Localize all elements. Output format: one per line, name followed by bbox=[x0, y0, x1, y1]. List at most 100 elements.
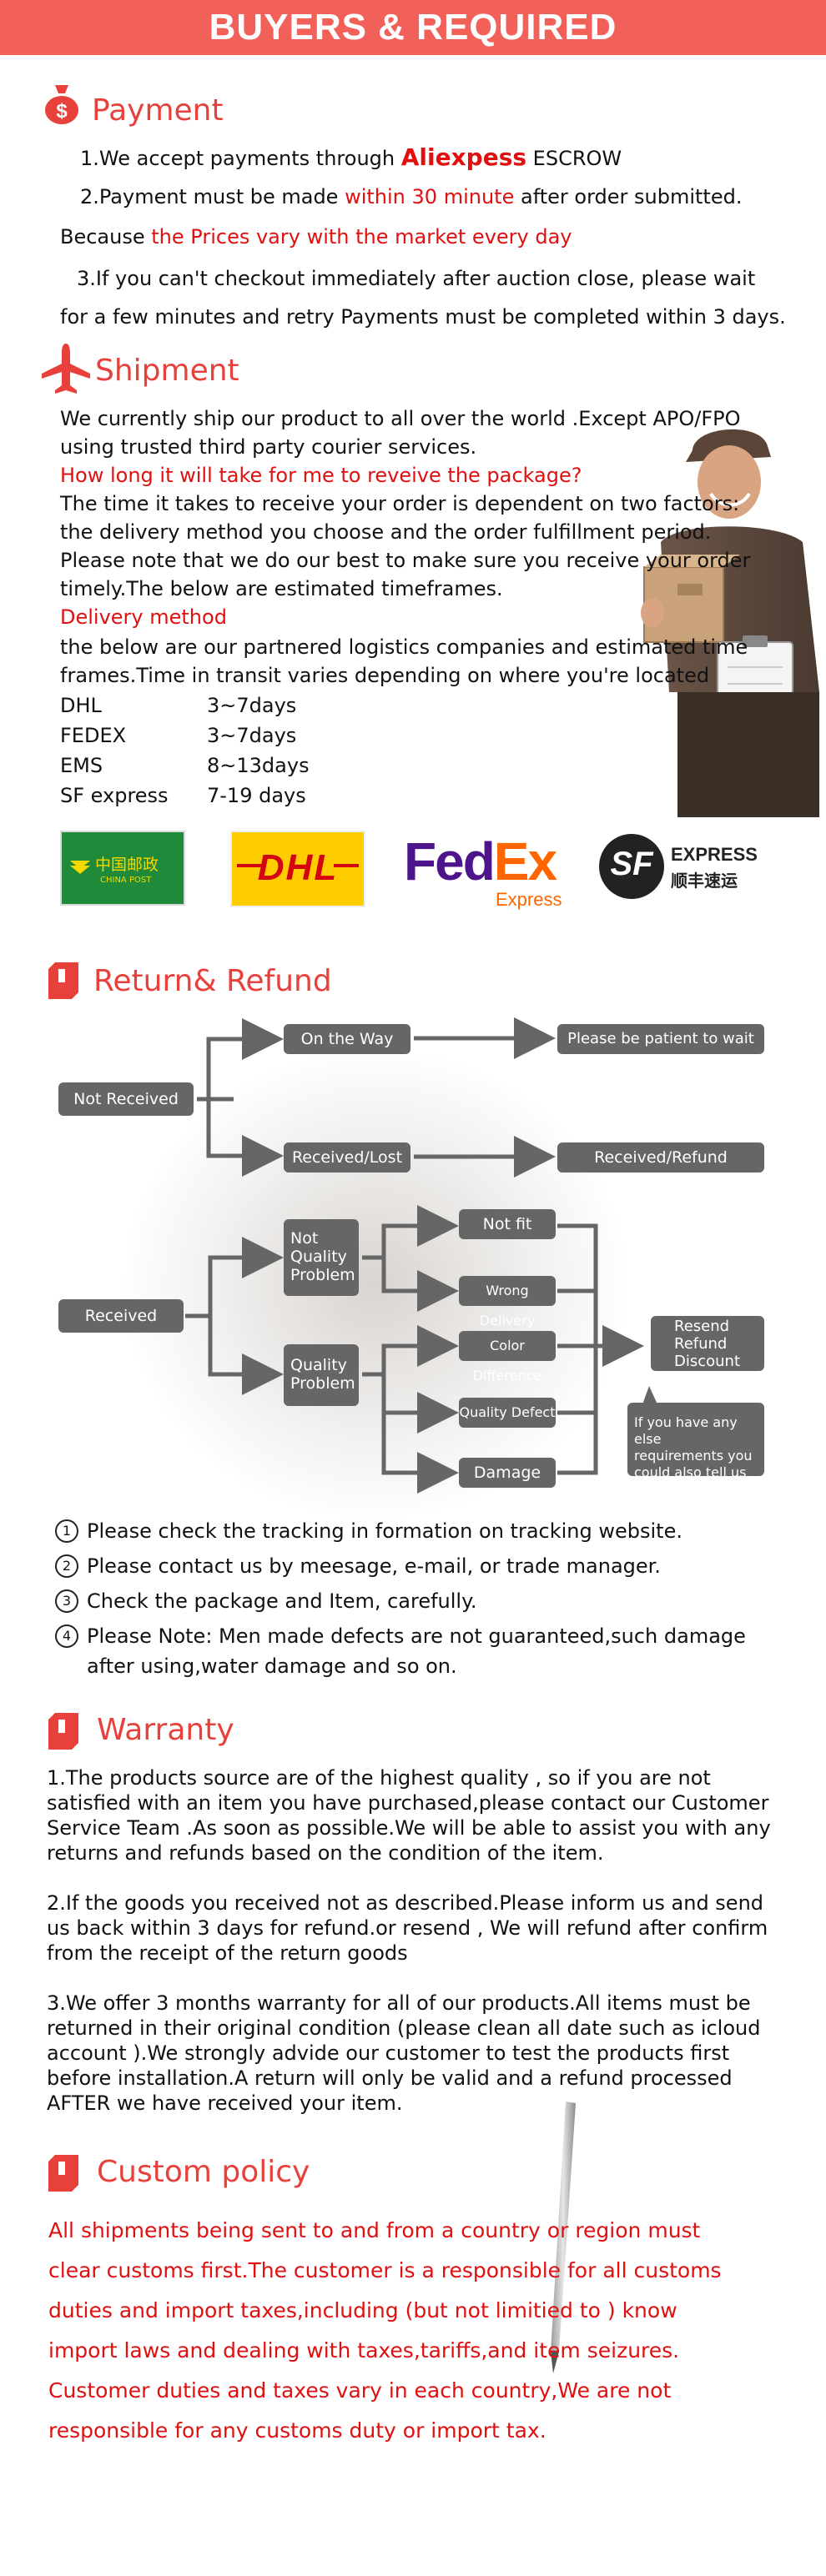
page-banner: BUYERS & REQUIRED bbox=[0, 0, 826, 55]
node-else-requirements: If you have any else requirements you co… bbox=[627, 1403, 764, 1480]
fedex-fed: Fed bbox=[404, 831, 496, 891]
payment-line-5: for a few minutes and retry Payments mus… bbox=[60, 305, 786, 329]
note-4-continued: after using,water damage and so on. bbox=[87, 1655, 457, 1678]
note-text: Please Note: Men made defects are not gu… bbox=[87, 1624, 746, 1648]
pen-illustration bbox=[551, 2101, 576, 2373]
node-received-lost: Received/Lost bbox=[284, 1142, 410, 1173]
node-damage: Damage bbox=[459, 1458, 556, 1488]
warranty-p3-line: returned in their original condition (pl… bbox=[47, 2016, 761, 2040]
warranty-title: Warranty bbox=[97, 1713, 234, 1747]
shipment-p1b: using trusted third party courier servic… bbox=[60, 435, 477, 459]
warranty-p3-line: AFTER we have received your item. bbox=[47, 2091, 403, 2115]
node-color-difference: Color Difference bbox=[459, 1331, 556, 1383]
warranty-p3-line: before installation.A return will only b… bbox=[47, 2066, 733, 2090]
fedex-ex: Ex bbox=[493, 831, 557, 891]
node-not-quality-problem: Not Quality Problem bbox=[284, 1219, 359, 1296]
sf-express-en: EXPRESS bbox=[671, 844, 758, 865]
custom-policy-line: duties and import taxes,including (but n… bbox=[48, 2298, 677, 2322]
node-be-patient: Please be patient to wait bbox=[557, 1024, 764, 1054]
carrier-name: EMS bbox=[60, 754, 103, 777]
node-quality-defect: Quality Defect bbox=[459, 1398, 556, 1428]
sf-express-logo: SF EXPRESS 顺丰速运 bbox=[599, 831, 758, 906]
sf-express-cn: 顺丰速运 bbox=[671, 871, 738, 891]
note-text: Check the package and Item, carefully. bbox=[87, 1589, 477, 1613]
warranty-p1-line: Service Team .As soon as possible.We wil… bbox=[47, 1816, 771, 1840]
speech-tail bbox=[642, 1386, 657, 1404]
note-number: 4 bbox=[55, 1624, 78, 1648]
custom-policy-line: Customer duties and taxes vary in each c… bbox=[48, 2378, 672, 2403]
shipment-p3b: frames.Time in transit varies depending … bbox=[60, 664, 710, 687]
payment-title: Payment bbox=[92, 93, 224, 128]
custom-policy-line: clear customs first.The customer is a re… bbox=[48, 2258, 722, 2282]
package-icon bbox=[48, 962, 78, 999]
fedex-logo: FedEx Express bbox=[404, 831, 587, 914]
carrier-name: FEDEX bbox=[60, 724, 127, 747]
shipment-title: Shipment bbox=[95, 354, 239, 388]
warranty-p2-line: 2.If the goods you received not as descr… bbox=[47, 1891, 764, 1915]
node-not-received: Not Received bbox=[58, 1082, 194, 1116]
node-wrong-delivery: Wrong Delivery bbox=[459, 1276, 556, 1328]
sf-mark-text: SF bbox=[610, 846, 653, 882]
payment-line-4: 3.If you can't checkout immediately afte… bbox=[77, 267, 756, 290]
fedex-express: Express bbox=[496, 889, 562, 910]
payment-line-3-red: the Prices vary with the market every da… bbox=[151, 225, 572, 249]
warranty-p1-line: returns and refunds based on the conditi… bbox=[47, 1841, 604, 1865]
payment-line-2: 2.Payment must be made within 30 minute … bbox=[80, 185, 742, 208]
custom-policy-title: Custom policy bbox=[97, 2155, 310, 2189]
custom-policy-line: responsible for any customs duty or impo… bbox=[48, 2418, 546, 2443]
note-number: 1 bbox=[55, 1519, 78, 1543]
aliexpress-brand: Aliexpess bbox=[400, 143, 527, 171]
node-not-fit: Not fit bbox=[459, 1209, 556, 1239]
return-refund-title: Return& Refund bbox=[93, 964, 332, 998]
node-resend-refund-discount: Resend Refund Discount bbox=[651, 1316, 764, 1371]
warranty-p1-line: 1.The products source are of the highest… bbox=[47, 1766, 711, 1790]
note-number: 2 bbox=[55, 1554, 78, 1578]
carrier-name: DHL bbox=[60, 694, 102, 717]
warranty-p3-line: account ).We strongly advide our custome… bbox=[47, 2041, 730, 2065]
payment-line-1-post: ESCROW bbox=[532, 147, 622, 170]
warranty-p1-line: satisfied with an item you have purchase… bbox=[47, 1791, 769, 1815]
payment-line-2-red: within 30 minute bbox=[345, 185, 515, 208]
china-post-logo: 中国邮政 CHINA POST bbox=[60, 831, 185, 906]
package-icon bbox=[48, 1713, 78, 1750]
carrier-days: 8~13days bbox=[207, 754, 310, 777]
delivery-method-heading: Delivery method bbox=[60, 605, 227, 629]
sf-circle-mark bbox=[599, 834, 664, 899]
payment-line-1-pre: 1.We accept payments through bbox=[80, 147, 395, 170]
shipment-p3a: the below are our partnered logistics co… bbox=[60, 635, 748, 659]
note-text: Please check the tracking in formation o… bbox=[87, 1519, 682, 1543]
carrier-days: 7-19 days bbox=[207, 784, 306, 807]
custom-policy-line: All shipments being sent to and from a c… bbox=[48, 2218, 701, 2242]
shipment-p2b: the delivery method you choose and the o… bbox=[60, 520, 712, 544]
payment-line-3: Because the Prices vary with the market … bbox=[60, 225, 572, 249]
shipment-p2d: timely.The below are estimated timeframe… bbox=[60, 577, 503, 600]
carrier-days: 3~7days bbox=[207, 724, 297, 747]
node-received: Received bbox=[58, 1299, 184, 1333]
delivery-man-illustration bbox=[641, 429, 819, 817]
package-icon bbox=[48, 2155, 78, 2192]
dhl-logo: DHL bbox=[230, 831, 365, 907]
shipment-question: How long it will take for me to reveive … bbox=[60, 464, 582, 487]
china-post-cn: 中国邮政 bbox=[95, 856, 159, 874]
node-received-refund: Received/Refund bbox=[557, 1142, 764, 1173]
node-on-the-way: On the Way bbox=[284, 1024, 410, 1054]
dhl-stripe bbox=[334, 864, 359, 867]
dhl-logo-text: DHL bbox=[257, 847, 339, 888]
note-number: 3 bbox=[55, 1589, 78, 1613]
airplane-icon bbox=[42, 344, 90, 394]
node-quality-problem: Quality Problem bbox=[284, 1344, 359, 1406]
payment-line-2-pre: 2.Payment must be made bbox=[80, 185, 339, 208]
china-post-emblem-icon bbox=[70, 861, 90, 874]
payment-line-1: 1.We accept payments through Aliexpess E… bbox=[80, 143, 622, 171]
shipment-p1a: We currently ship our product to all ove… bbox=[60, 407, 741, 430]
china-post-en: CHINA POST bbox=[100, 876, 152, 885]
shipment-p2c: Please note that we do our best to make … bbox=[60, 549, 751, 572]
shipment-p2a: The time it takes to receive your order … bbox=[60, 492, 740, 515]
svg-text:$: $ bbox=[56, 100, 68, 123]
money-bag-icon: $ bbox=[45, 85, 78, 124]
note-text: Please contact us by meesage, e-mail, or… bbox=[87, 1554, 661, 1578]
dhl-stripe bbox=[237, 864, 262, 867]
warranty-p3-line: 3.We offer 3 months warranty for all of … bbox=[47, 1991, 751, 2015]
payment-line-2-post: after order submitted. bbox=[520, 185, 743, 208]
